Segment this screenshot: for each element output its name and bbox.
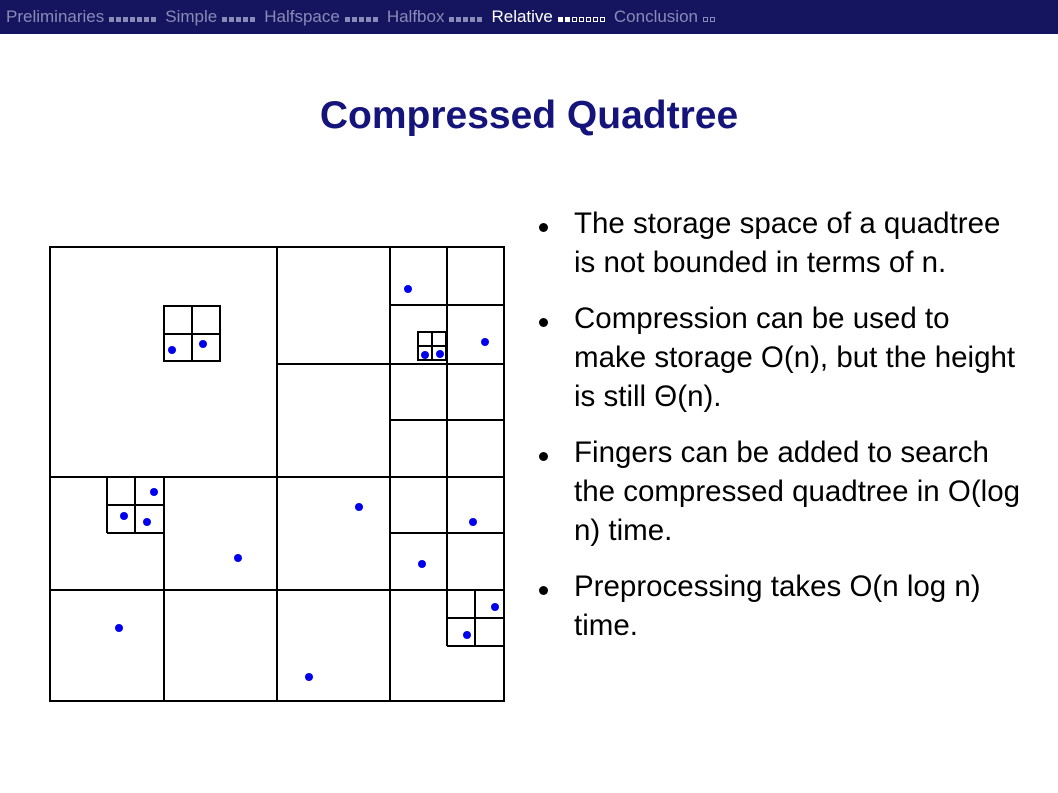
nav-section-simple[interactable]: Simple	[165, 7, 257, 27]
bullet-text: Preprocessing takes O(n log n) time.	[574, 570, 981, 642]
nav-section-label: Halfbox	[386, 7, 445, 26]
page-indicator	[344, 7, 380, 27]
compressed-quadtree-diagram	[49, 246, 505, 702]
data-point	[418, 560, 426, 568]
nav-section-label: Preliminaries	[6, 7, 105, 26]
bullet-text: The storage space of a quadtree is not b…	[574, 207, 1001, 279]
data-point	[168, 346, 176, 354]
page-indicator	[703, 7, 717, 27]
nav-section-relative[interactable]: Relative	[491, 7, 606, 27]
nav-section-halfbox[interactable]: Halfbox	[387, 7, 485, 27]
bullet-text: Fingers can be added to search the compr…	[574, 436, 1021, 547]
bullet-item: Preprocessing takes O(n log n) time.	[538, 567, 1028, 645]
data-point	[404, 285, 412, 293]
bullet-dot-icon	[539, 223, 548, 232]
nav-section-label: Halfspace	[264, 7, 340, 26]
data-point	[120, 512, 128, 520]
data-point	[115, 624, 123, 632]
section-navigation-bar: Preliminaries Simple Halfspace Halfbox R…	[0, 0, 1058, 34]
data-point	[143, 518, 151, 526]
bullet-item: Compression can be used to make storage …	[538, 299, 1028, 416]
data-point	[305, 673, 313, 681]
data-point	[481, 338, 489, 346]
data-points	[115, 285, 499, 681]
nav-section-label: Conclusion	[613, 7, 698, 26]
page-indicator	[222, 7, 257, 27]
data-point	[199, 340, 207, 348]
page-indicator	[449, 7, 484, 27]
data-point	[469, 518, 477, 526]
data-point	[436, 350, 444, 358]
nav-section-halfspace[interactable]: Halfspace	[264, 7, 380, 27]
bullet-dot-icon	[539, 318, 548, 327]
data-point	[463, 631, 471, 639]
bullet-dot-icon	[539, 586, 548, 595]
nav-section-preliminaries[interactable]: Preliminaries	[6, 7, 158, 27]
bullet-item: The storage space of a quadtree is not b…	[538, 204, 1028, 282]
quadtree-cells	[49, 246, 505, 702]
nav-section-label: Relative	[491, 7, 553, 26]
data-point	[355, 503, 363, 511]
data-point	[150, 488, 158, 496]
page-indicator	[109, 7, 158, 27]
data-point	[491, 603, 499, 611]
data-point	[234, 554, 242, 562]
page-indicator	[557, 7, 607, 27]
bullet-dot-icon	[539, 452, 548, 461]
nav-section-label: Simple	[165, 7, 218, 26]
slide-title: Compressed Quadtree	[319, 94, 739, 137]
data-point	[421, 351, 429, 359]
bullet-list: The storage space of a quadtree is not b…	[538, 204, 1028, 662]
bullet-item: Fingers can be added to search the compr…	[538, 433, 1028, 550]
nav-section-conclusion[interactable]: Conclusion	[614, 7, 717, 27]
bullet-text: Compression can be used to make storage …	[574, 302, 1016, 413]
